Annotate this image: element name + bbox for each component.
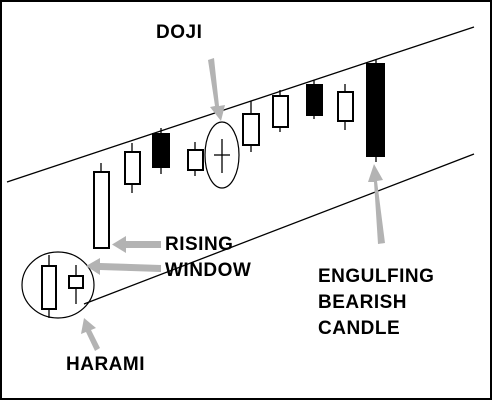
- engulfing-bearish-candle-label: ENGULFING BEARISH CANDLE: [318, 264, 434, 342]
- doji-ellipse: [204, 121, 240, 189]
- rising-window-candle: [93, 171, 110, 249]
- hollow-candle: [272, 95, 289, 128]
- filled-candle: [306, 84, 323, 116]
- engulfing-label-line-2: BEARISH: [318, 292, 408, 313]
- harami-arrow: [81, 318, 100, 351]
- hollow-candle: [124, 151, 141, 185]
- rising-window-label: RISING WINDOW: [165, 232, 251, 284]
- doji-label: DOJI: [156, 22, 203, 43]
- harami-circle: [21, 251, 95, 319]
- harami-baby-candle: [68, 275, 84, 289]
- engulfing-label-line-3: CANDLE: [318, 318, 401, 339]
- candlestick-group: [41, 60, 385, 318]
- hollow-candle: [242, 113, 260, 146]
- callout-arrows: [81, 58, 385, 351]
- harami-label: HARAMI: [66, 354, 145, 375]
- upper-trend-line: [6, 26, 475, 183]
- rising-window-arrow: [112, 236, 161, 253]
- engulfing-label-line-1: ENGULFING: [318, 266, 435, 287]
- hollow-candle: [187, 149, 204, 171]
- lower-trend-line: [83, 153, 475, 305]
- rising-window-label-line-1: RISING: [165, 234, 234, 255]
- doji-arrow: [208, 58, 225, 121]
- filled-candle: [152, 133, 170, 168]
- hollow-candle: [337, 91, 354, 122]
- rising-window-label-line-2: WINDOW: [165, 260, 252, 281]
- engulfing-arrow: [368, 164, 385, 244]
- engulfing-bearish-candle: [366, 63, 385, 157]
- rising-window-arrow-lower: [86, 258, 161, 275]
- harami-mother-candle: [41, 265, 57, 310]
